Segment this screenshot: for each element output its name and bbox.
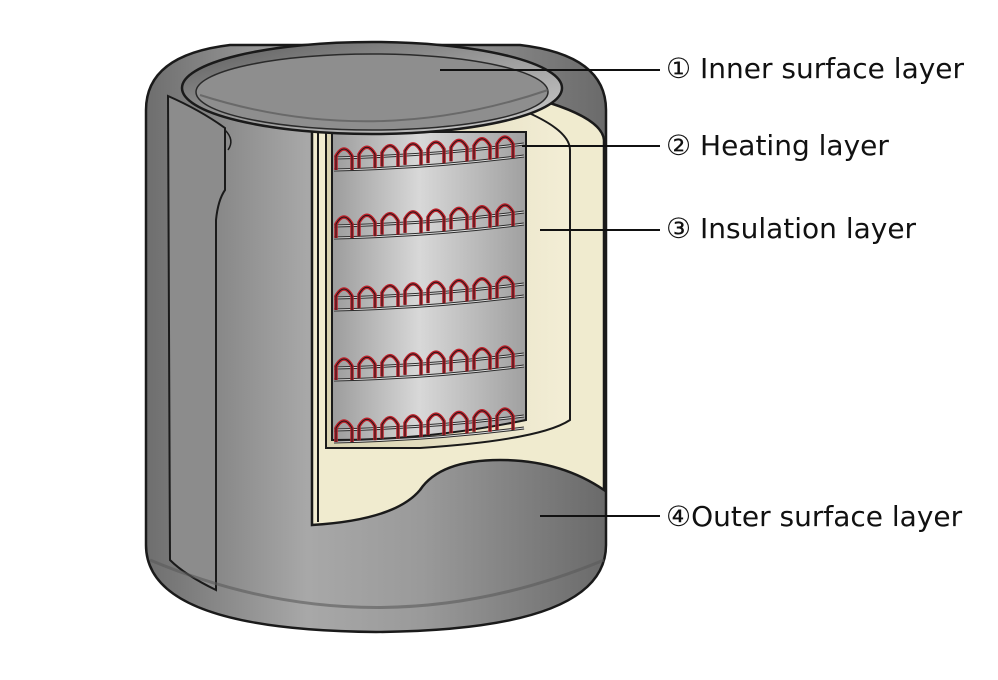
heating-layer bbox=[333, 135, 525, 444]
callout-number: ③ bbox=[666, 212, 692, 245]
callout-text: Inner surface layer bbox=[700, 52, 965, 85]
callout-inner-surface-layer: ① Inner surface layer bbox=[666, 52, 964, 86]
heating-coil-row bbox=[333, 135, 525, 172]
callout-text: Insulation layer bbox=[700, 212, 917, 245]
callout-text: Outer surface layer bbox=[691, 500, 963, 533]
callout-outer-surface-layer: ④Outer surface layer bbox=[666, 500, 962, 534]
inner-surface-layer bbox=[180, 40, 564, 136]
heating-coil-row bbox=[333, 203, 525, 240]
callout-number: ② bbox=[666, 129, 692, 162]
callout-number: ④ bbox=[666, 500, 692, 533]
callout-insulation-layer: ③ Insulation layer bbox=[666, 212, 916, 246]
heating-coil-row bbox=[333, 345, 525, 382]
heating-coil-row bbox=[333, 407, 525, 444]
callout-heating-layer: ② Heating layer bbox=[666, 129, 889, 163]
callout-text: Heating layer bbox=[700, 129, 889, 162]
heating-coil-row bbox=[333, 275, 525, 312]
callout-number: ① bbox=[666, 52, 692, 85]
leader-lines bbox=[440, 69, 660, 517]
